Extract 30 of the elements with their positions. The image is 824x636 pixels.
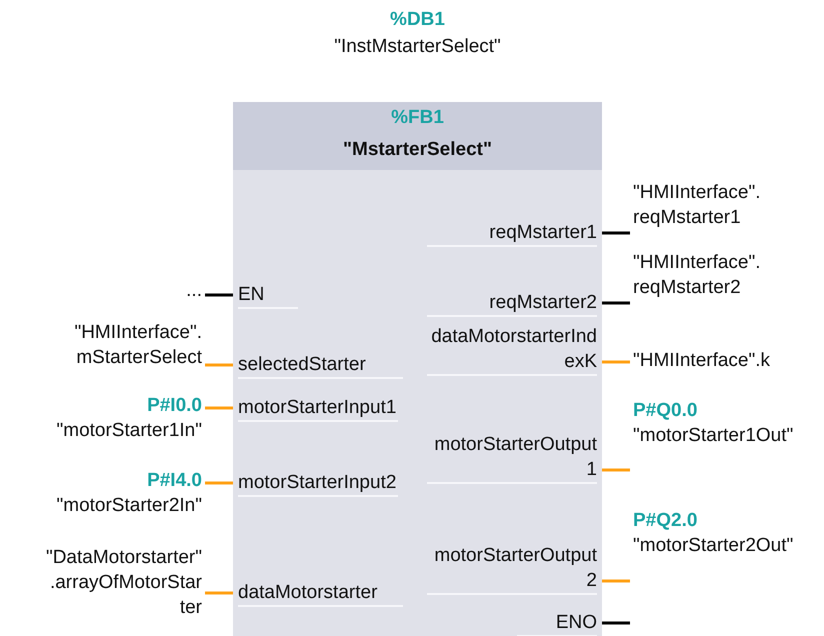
- operand-label: "HMIInterface". reqMstarter2: [633, 251, 762, 300]
- operand-label: "HMIInterface". mStarterSelect: [73, 321, 202, 370]
- pin-label: motorStarterInput2: [238, 471, 398, 495]
- pin-label: motorStarterOutput2: [433, 544, 597, 593]
- pin-label: ENO: [554, 611, 597, 635]
- operand-label: "HMIInterface". reqMstarter1: [633, 181, 762, 230]
- operand-label: ...: [185, 279, 202, 303]
- function-block: [233, 102, 602, 636]
- address-label: P#Q0.0: [633, 399, 698, 423]
- pin-label: reqMstarter2: [488, 291, 597, 315]
- operand-label: "motorStarter2In": [56, 494, 202, 518]
- pin-label: dataMotorstarter: [238, 581, 378, 605]
- address-label: P#I4.0: [146, 469, 202, 493]
- block-name: "MstarterSelect": [342, 138, 493, 162]
- pin-label: dataMotorstarterIndexK: [430, 325, 597, 374]
- instance-address: %DB1: [389, 8, 446, 32]
- pin-label: motorStarterOutput1: [433, 433, 597, 482]
- pin-label: EN: [238, 283, 266, 307]
- instance-name: "InstMstarterSelect": [333, 35, 502, 59]
- address-label: P#Q2.0: [633, 509, 698, 533]
- operand-label: "motorStarter1In": [56, 419, 202, 443]
- operand-label: "motorStarter2Out": [633, 534, 794, 558]
- operand-label: "DataMotorstarter" .arrayOfMotorStarter: [45, 546, 202, 620]
- block-address: %FB1: [390, 106, 445, 130]
- pin-label: reqMstarter1: [488, 221, 597, 245]
- address-label: P#I0.0: [146, 394, 202, 418]
- pin-label: motorStarterInput1: [238, 396, 398, 420]
- operand-label: "HMIInterface".k: [633, 349, 772, 373]
- pin-label: selectedStarter: [238, 353, 367, 377]
- operand-label: "motorStarter1Out": [633, 424, 794, 448]
